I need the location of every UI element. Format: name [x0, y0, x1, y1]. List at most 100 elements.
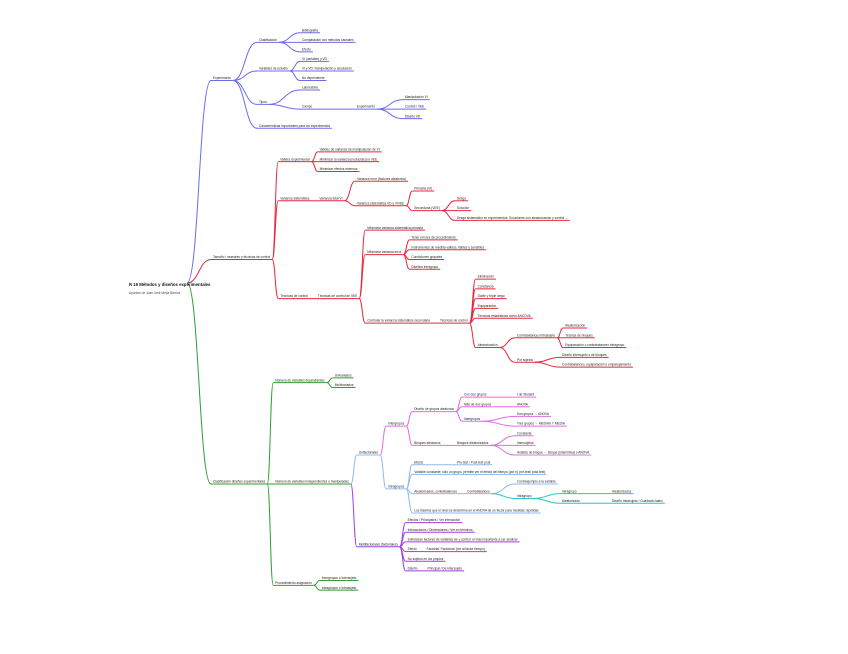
topic-node[interactable]: Intragrupos: [388, 484, 405, 488]
topic-node[interactable]: Unifactoriales: [359, 451, 379, 455]
topic-node[interactable]: Multifactoriales (factoriales): [359, 542, 398, 546]
topic-node[interactable]: Experimento: [357, 105, 375, 109]
topic-node[interactable]: Constancia: [478, 284, 494, 288]
topic-node[interactable]: Validez experimental: [280, 157, 310, 161]
topic-node[interactable]: Instrumentos de medida válidos, fiables …: [411, 245, 484, 249]
topic-node[interactable]: Aleatorización: [565, 324, 585, 328]
topic-node[interactable]: Varianza total VI: [319, 196, 342, 200]
topic-node[interactable]: Primaria (VI): [414, 187, 432, 191]
topic-node[interactable]: Control / VEE: [405, 105, 424, 109]
topic-node[interactable]: Bloques aleatorizados: [457, 441, 489, 445]
topic-node[interactable]: Varianza error (factores aleatorios): [357, 177, 406, 181]
topic-node[interactable]: Contrabalanceo: [467, 489, 490, 493]
topic-node[interactable]: Variables de estudio: [259, 67, 288, 71]
topic-node[interactable]: Varianza sistemática VD y VIVEE: [357, 201, 404, 205]
topic-node[interactable]: Aleatorizados: [612, 489, 632, 493]
topic-node[interactable]: Efecto: [414, 460, 423, 464]
topic-node[interactable]: Técnicas de control: [280, 294, 308, 298]
topic-node[interactable]: Sesgo sistemático en experimentos: Soluc…: [457, 216, 568, 220]
topic-node[interactable]: No sujetos en los propios: [408, 557, 444, 561]
topic-node[interactable]: Aleatorización: [478, 343, 498, 347]
topic-node[interactable]: Tipos: [259, 100, 267, 104]
topic-node[interactable]: Tamaño / muestreo y técnicas de control: [213, 255, 271, 259]
topic-node[interactable]: Con dos grupos: [464, 393, 487, 397]
topic-node[interactable]: Más de dos grupos: [464, 402, 492, 406]
topic-node[interactable]: Número de variables independientes o man…: [275, 480, 349, 484]
topic-node[interactable]: Contrabalanceo, equiparación o emparejam…: [562, 363, 631, 367]
topic-node[interactable]: Clasificación diseños experimentales: [213, 480, 266, 484]
topic-node[interactable]: VI y VD: manipulación y asociación: [302, 67, 352, 71]
topic-node[interactable]: Dos grupos → ANOVA: [517, 412, 550, 416]
topic-node[interactable]: Sesgo: [457, 196, 466, 200]
topic-node[interactable]: Entrelazan factores de variables de y co…: [408, 538, 519, 542]
topic-node[interactable]: Campo: [302, 105, 313, 109]
topic-node[interactable]: Varianza sistemática: [280, 196, 309, 200]
topic-node[interactable]: Pre-test / Post-test post: [457, 460, 490, 464]
topic-node[interactable]: Procedimiento asignación: [275, 581, 312, 585]
topic-node[interactable]: Los diseños que el nivel se determina en…: [414, 509, 539, 513]
topic-node[interactable]: Contraejemplo a la variable: [517, 480, 556, 484]
topic-node[interactable]: t de Student: [517, 393, 534, 397]
topic-node[interactable]: Efectos / Principales / Ver interacción: [408, 518, 461, 522]
topic-node[interactable]: Minimizar efectos externos: [320, 167, 358, 171]
topic-node[interactable]: Diseño VD: [405, 114, 421, 118]
topic-node[interactable]: Técnicas de control: [440, 319, 468, 323]
topic-node[interactable]: Minimizar varianza sistemática primaria: [367, 226, 423, 230]
topic-node[interactable]: Intergrupos: [388, 422, 405, 426]
topic-node[interactable]: Equiparación: [478, 304, 497, 308]
topic-node[interactable]: Minimizar varianza error: [367, 250, 402, 254]
topic-node[interactable]: Tener errores de procedimiento: [411, 236, 456, 240]
topic-node[interactable]: Condiciones grupales: [411, 255, 442, 259]
topic-node[interactable]: Técnicas estadísticas como ANCOVA: [478, 314, 532, 318]
topic-node[interactable]: Técnica de bloques: [565, 333, 593, 337]
topic-node[interactable]: Tres grupos → MEDIAS Y MEDIA: [517, 422, 566, 426]
topic-node[interactable]: Intergrupos: [464, 417, 481, 421]
topic-node[interactable]: Controlar la varianza sistemática secund…: [367, 319, 430, 323]
topic-node[interactable]: Por sujetos: [517, 358, 533, 362]
topic-node[interactable]: Interacciones / Dimensiones / Ver en tér…: [408, 528, 473, 532]
topic-node[interactable]: Aleatorizados, contrabalanceo: [414, 489, 457, 493]
topic-node[interactable]: Validez de varianza de manipulación de V…: [320, 147, 380, 151]
topic-node[interactable]: Diseño: [408, 566, 418, 570]
root-node[interactable]: R 19 Métodos y diseños experimentales Ap…: [129, 282, 211, 295]
topic-node[interactable]: Doble y triple ciego: [478, 294, 505, 298]
topic-node[interactable]: Variable constante: sólo un grupo, permi…: [414, 470, 545, 474]
topic-node[interactable]: Constante: [517, 431, 532, 435]
topic-node[interactable]: Experimento: [213, 76, 231, 80]
topic-node[interactable]: Minimizar la varianza producida por VEE: [320, 157, 378, 161]
topic-node[interactable]: Manipulación VI: [405, 95, 428, 99]
topic-node[interactable]: VI (variable) y VD: [302, 57, 328, 61]
topic-node[interactable]: Intragrupos o Intrasujeto: [322, 586, 357, 590]
topic-node[interactable]: Técnicas de control de VEE: [318, 294, 357, 298]
topic-node[interactable]: Número de variables dependientes: [275, 378, 325, 382]
topic-node[interactable]: Secundaria (VEE): [414, 206, 440, 210]
topic-node[interactable]: Contrabalanceo intrasujeto: [517, 333, 555, 337]
topic-node[interactable]: Diseño intersujeto o de bloques: [562, 353, 607, 357]
topic-node[interactable]: Análisis de bloque → bloque (intermitiva…: [517, 451, 590, 455]
topic-node[interactable]: Bibliografía: [302, 28, 318, 32]
topic-node[interactable]: Equiparación o contrabalanceo intragrupo: [565, 343, 624, 347]
topic-node[interactable]: Diseños intragrupo: [411, 265, 438, 269]
topic-node[interactable]: Solución: [457, 206, 469, 210]
topic-node[interactable]: Principal / De intersujeto: [428, 566, 463, 570]
topic-node[interactable]: Univariados: [335, 373, 352, 377]
topic-node[interactable]: Bloques aleatorios: [414, 441, 441, 445]
topic-node[interactable]: Características importantes para los exp…: [259, 124, 330, 128]
topic-node[interactable]: Intragrupo: [517, 494, 532, 498]
topic-node[interactable]: Diseño Intrasujeto / Cuadrado latino: [612, 499, 663, 503]
topic-node[interactable]: Clasificación: [259, 38, 277, 42]
topic-node[interactable]: No dependiente: [302, 76, 325, 80]
topic-node[interactable]: Diseño de grupos aleatorios: [414, 407, 454, 411]
topic-node[interactable]: Intersujetos: [517, 441, 534, 445]
topic-node[interactable]: Intergrupos o Intersujeto: [322, 576, 357, 580]
topic-node[interactable]: ANOVA: [517, 402, 529, 406]
topic-node[interactable]: Efecto: [408, 547, 417, 551]
topic-node[interactable]: Multivariados: [335, 383, 354, 387]
topic-node[interactable]: Aleatorizado: [562, 499, 580, 503]
topic-node[interactable]: Comparación con métodos causales: [302, 38, 354, 42]
topic-node[interactable]: Intragrupo: [562, 489, 577, 493]
topic-node[interactable]: Laboratorio: [302, 86, 318, 90]
topic-node[interactable]: Eliminación: [478, 275, 495, 279]
topic-node[interactable]: Factorial: Factorizar (ver al factor tie…: [427, 547, 485, 551]
topic-node[interactable]: Efecto: [302, 47, 311, 51]
